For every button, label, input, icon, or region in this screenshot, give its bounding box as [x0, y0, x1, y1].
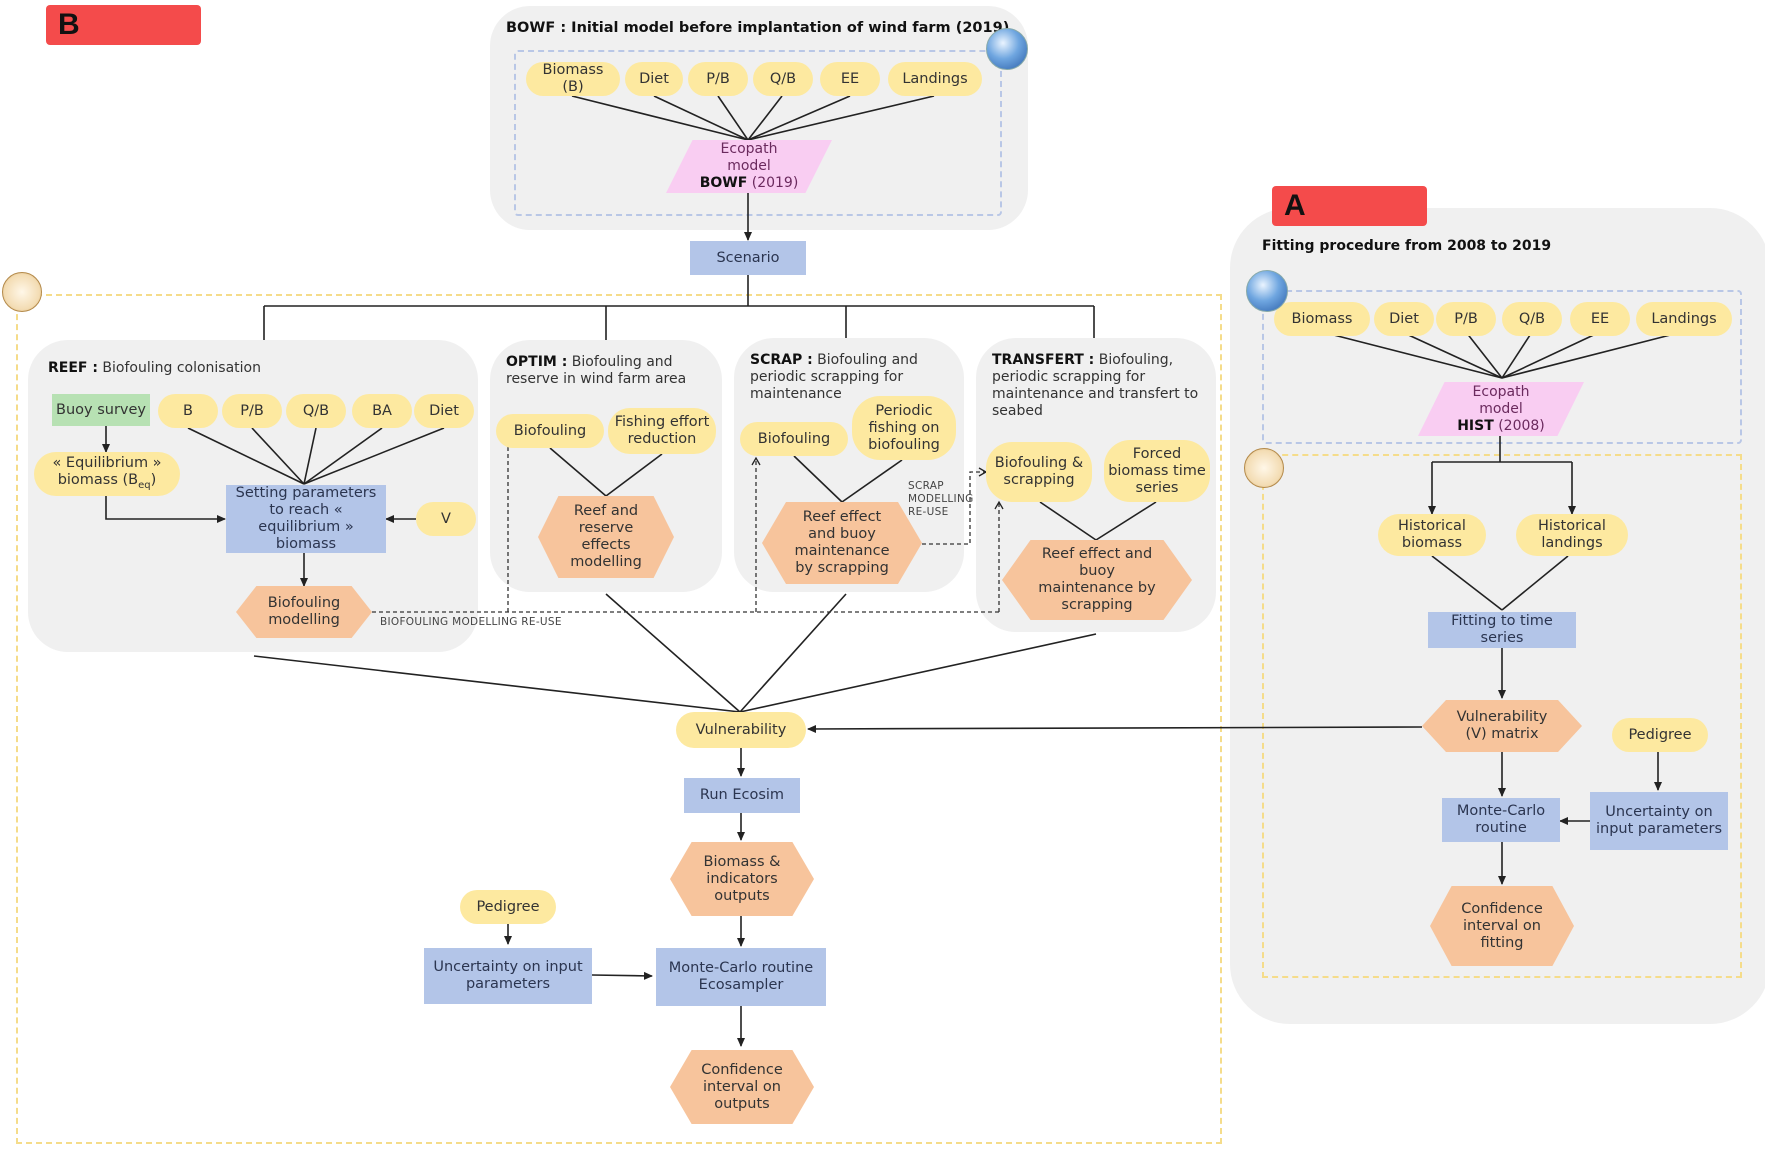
hist-ecopath-model: Ecopath model HIST (2008) [1418, 382, 1584, 436]
equilibrium-line2: biomass (Beq) [58, 472, 157, 494]
fitting-time-series: Fitting to time series [1428, 612, 1576, 648]
reef-reserve-modelling: Reef and reserve effects modelling [538, 496, 674, 578]
historical-biomass: Historical biomass [1378, 514, 1486, 556]
bowf-input-pb: P/B [688, 62, 748, 96]
section-a-tag: A [1272, 186, 1427, 226]
scrap-reuse-line1: SCRAP [908, 480, 944, 492]
globe-icon [986, 28, 1028, 70]
confidence-outputs: Confidence interval on outputs [670, 1050, 814, 1124]
reef-title-bold: REEF : [48, 360, 98, 376]
biofouling-scrapping: Biofouling & scrapping [986, 442, 1092, 502]
globe-icon [1246, 270, 1288, 312]
biomass-indicators-outputs: Biomass & indicators outputs [670, 842, 814, 916]
monte-carlo-ecosampler: Monte-Carlo routine Ecosampler [656, 948, 826, 1006]
bowf-input-diet: Diet [625, 62, 683, 96]
bowf-model-name: BOWF [699, 175, 748, 191]
uncertainty-a: Uncertainty on input parameters [1590, 792, 1728, 850]
a-input-biomass: Biomass [1274, 302, 1370, 336]
reef-input-pb: P/B [222, 394, 282, 428]
equilibrium-biomass: « Equilibrium » biomass (Beq) [34, 452, 180, 496]
section-a-tag-label: A [1284, 189, 1306, 222]
reef-title-rest: Biofouling colonisation [97, 360, 261, 376]
hist-model-line2: model [1479, 400, 1523, 417]
scrap-title-bold: SCRAP : [750, 352, 813, 368]
scrap-title: SCRAP : Biofouling and periodic scrappin… [750, 352, 956, 403]
optim-title: OPTIM : Biofouling and reserve in wind f… [506, 354, 714, 388]
optim-biofouling: Biofouling [496, 414, 604, 448]
bowf-dashed-box [514, 50, 1002, 216]
transfert-title: TRANSFERT : Biofouling, periodic scrappi… [992, 352, 1208, 420]
bowf-model-line3: BOWF (2019) [700, 175, 799, 192]
setting-parameters: Setting parameters to reach « equilibriu… [226, 485, 386, 553]
a-input-pb: P/B [1436, 302, 1496, 336]
bowf-input-biomass: Biomass (B) [526, 62, 620, 96]
reef-input-qb: Q/B [286, 394, 346, 428]
bowf-model-line1: Ecopath [720, 141, 778, 157]
pedigree-a: Pedigree [1612, 718, 1708, 752]
buoy-survey: Buoy survey [52, 394, 150, 426]
biofouling-modelling: Biofouling modelling [236, 586, 372, 638]
bowf-model-line2: model [727, 158, 771, 174]
pedigree-b: Pedigree [460, 890, 556, 924]
optim-title-rest: Biofouling and reserve in wind farm area [506, 354, 687, 387]
historical-landings: Historical landings [1516, 514, 1628, 556]
reef-input-b: B [158, 394, 218, 428]
equilibrium-close: ) [150, 471, 157, 488]
scrap-title-rest: Biofouling and periodic scrapping for ma… [750, 352, 918, 402]
equilibrium-subscript: eq [138, 479, 151, 491]
bowf-title: BOWF : Initial model before implantation… [506, 20, 1010, 36]
equilibrium-text: biomass (B [57, 471, 139, 488]
reef-input-diet: Diet [414, 394, 474, 428]
vulnerability-matrix: Vulnerability (V) matrix [1422, 700, 1582, 752]
scrap-reuse-line2: MODELLING [908, 493, 974, 505]
reef-title: REEF : Biofouling colonisation [48, 360, 261, 377]
reef-input-v: V [416, 502, 476, 536]
optim-title-bold: OPTIM : [506, 354, 568, 370]
a-input-ee: EE [1570, 302, 1630, 336]
bowf-model-year: (2019) [747, 175, 799, 191]
bowf-input-qb: Q/B [753, 62, 813, 96]
a-input-landings: Landings [1636, 302, 1732, 336]
hist-model-line3: HIST (2008) [1457, 418, 1545, 435]
clock-icon [1244, 448, 1284, 488]
hist-model-year: (2008) [1493, 417, 1545, 434]
a-input-diet: Diet [1374, 302, 1434, 336]
scrap-outcome: Reef effect and buoy maintenance by scra… [762, 502, 922, 584]
hist-model-name: HIST [1457, 417, 1494, 434]
forced-biomass-time-series: Forced biomass time series [1104, 440, 1210, 502]
equilibrium-line1: « Equilibrium » [52, 454, 162, 471]
hist-model-line1: Ecopath [1472, 383, 1530, 400]
section-a-title: Fitting procedure from 2008 to 2019 [1262, 238, 1552, 254]
monte-carlo-a: Monte-Carlo routine [1442, 798, 1560, 842]
fishing-effort-reduction: Fishing effort reduction [608, 408, 716, 454]
confidence-fitting: Confidence interval on fitting [1430, 886, 1574, 966]
hist-dashed-box [1262, 290, 1742, 444]
section-b-tag-label: B [58, 8, 80, 41]
scrap-biofouling: Biofouling [740, 422, 848, 456]
transfert-title-rest: Biofouling, periodic scrapping for maint… [992, 352, 1199, 419]
section-b-frame [16, 294, 1222, 1144]
clock-icon [2, 272, 42, 312]
biofouling-reuse-label: BIOFOULING MODELLING RE-USE [380, 616, 562, 628]
bowf-ecopath-model: Ecopath model BOWF (2019) [666, 140, 832, 193]
vulnerability: Vulnerability [676, 712, 806, 748]
transfert-title-bold: TRANSFERT : [992, 352, 1095, 368]
bowf-input-landings: Landings [888, 62, 982, 96]
transfert-outcome: Reef effect and buoy maintenance by scra… [1002, 540, 1192, 620]
reef-input-ba: BA [352, 394, 412, 428]
a-input-qb: Q/B [1502, 302, 1562, 336]
scenario-box: Scenario [690, 241, 806, 275]
section-a-yellow-frame [1262, 454, 1742, 978]
uncertainty-b: Uncertainty on input parameters [424, 948, 592, 1004]
periodic-fishing: Periodic fishing on biofouling [852, 396, 956, 460]
bowf-input-ee: EE [820, 62, 880, 96]
section-b-tag: B [46, 5, 201, 45]
run-ecosim: Run Ecosim [684, 778, 800, 813]
scrap-reuse-line3: RE-USE [908, 506, 949, 518]
scrap-reuse-label: SCRAP MODELLING RE-USE [908, 480, 974, 519]
